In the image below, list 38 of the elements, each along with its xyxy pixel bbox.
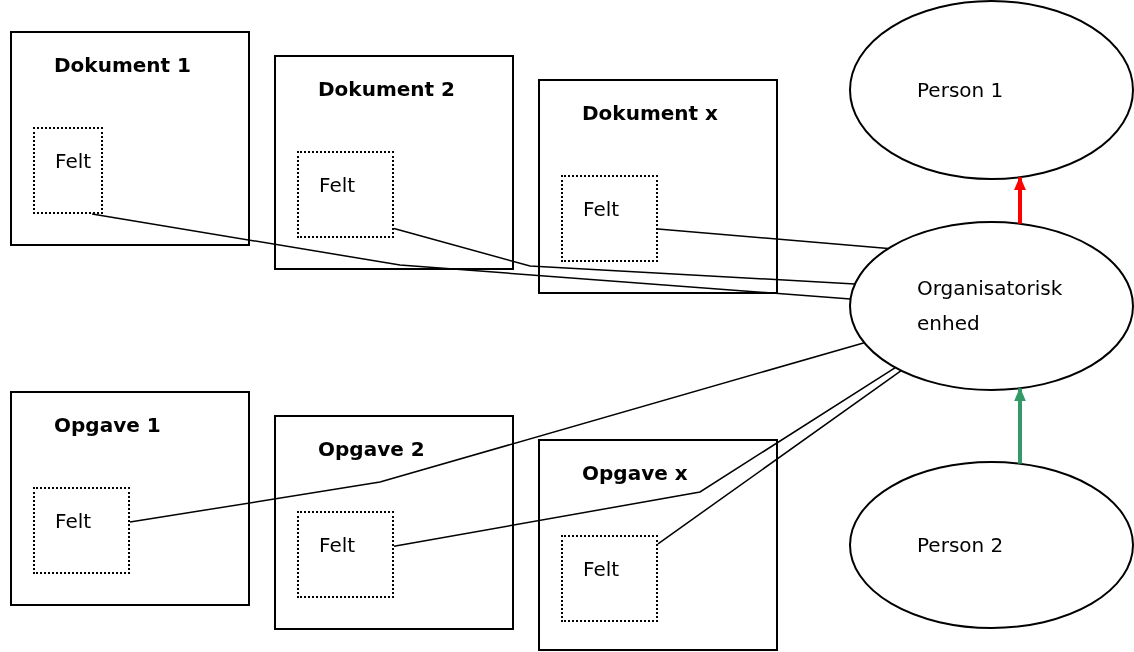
document-box bbox=[538, 79, 778, 294]
field-label: Felt bbox=[319, 533, 356, 557]
field-box bbox=[297, 151, 394, 238]
field-label: Felt bbox=[55, 149, 92, 173]
entity-label: Person 2 bbox=[917, 531, 1005, 559]
box-title: Dokument x bbox=[582, 101, 718, 125]
field-label: Felt bbox=[319, 173, 356, 197]
entity-ellipse bbox=[850, 222, 1133, 390]
field-label: Felt bbox=[583, 557, 620, 581]
document-box bbox=[538, 439, 778, 651]
entity-ellipse bbox=[850, 1, 1133, 179]
connector-line bbox=[129, 341, 866, 523]
connector-line bbox=[393, 366, 897, 548]
box-title: Dokument 2 bbox=[318, 77, 455, 101]
document-box bbox=[274, 55, 514, 270]
box-title: Dokument 1 bbox=[54, 53, 191, 77]
entity-label: Organisatorisk enhed bbox=[917, 275, 1064, 337]
field-box bbox=[561, 175, 658, 262]
box-title: Opgave 1 bbox=[54, 413, 161, 437]
connector-line bbox=[1014, 176, 1026, 224]
box-title: Opgave 2 bbox=[318, 437, 425, 461]
connector-line bbox=[657, 228, 890, 250]
connector-line bbox=[91, 213, 852, 300]
connector-line bbox=[657, 369, 902, 545]
entity-label: Person 1 bbox=[917, 76, 1005, 104]
entity-ellipse bbox=[850, 462, 1133, 628]
field-box bbox=[33, 127, 103, 214]
document-box bbox=[10, 391, 250, 606]
document-box bbox=[274, 415, 514, 630]
document-box bbox=[10, 31, 250, 246]
field-label: Felt bbox=[55, 509, 92, 533]
connector-line bbox=[1014, 387, 1026, 464]
field-label: Felt bbox=[583, 197, 620, 221]
field-box bbox=[33, 487, 130, 574]
field-box bbox=[297, 511, 394, 598]
box-title: Opgave x bbox=[582, 461, 688, 485]
field-box bbox=[561, 535, 658, 622]
connector-line bbox=[393, 227, 856, 285]
